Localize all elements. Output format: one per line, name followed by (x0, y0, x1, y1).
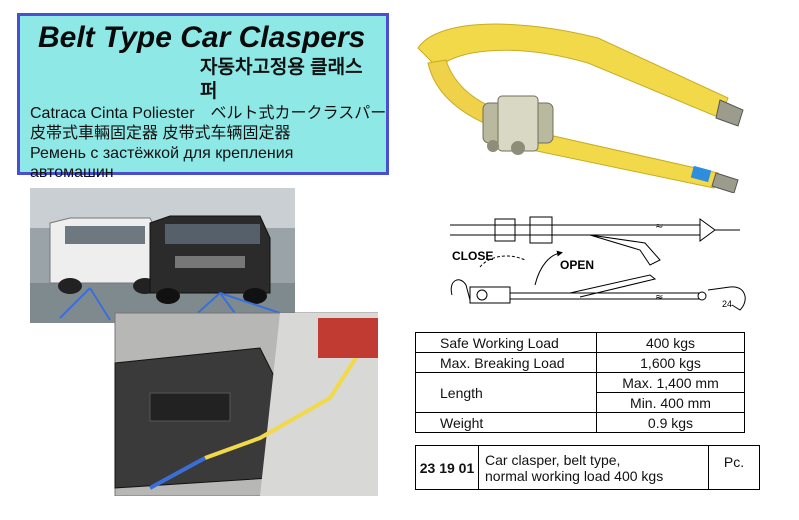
spec-value: 1,600 kgs (596, 352, 745, 373)
table-row: Safe Working Load 400 kgs (415, 332, 745, 353)
title-box: Belt Type Car Claspers 자동차고정용 클래스퍼 Catra… (17, 13, 389, 181)
ratchet-diagram: ≈ CLOSE OPEN ≈ 24 (450, 216, 746, 311)
svg-text:≈: ≈ (655, 221, 663, 232)
svg-text:≈: ≈ (655, 292, 663, 303)
spec-label: Weight (415, 412, 597, 433)
spec-label: Length (415, 372, 597, 413)
table-row: Length Max. 1,400 mm (415, 372, 745, 413)
title-korean: 자동차고정용 클래스퍼 (200, 57, 363, 102)
product-title: Belt Type Car Claspers (38, 21, 366, 54)
open-label: OPEN (560, 258, 594, 272)
order-desc-line-1: Car clasper, belt type, (485, 452, 621, 468)
order-unit: Pc. (723, 454, 745, 470)
hook-mark: 24 (722, 299, 732, 309)
ratchet-strap-photo (398, 8, 758, 193)
order-code: 23 19 01 (416, 446, 479, 489)
title-es-ja: Catraca Cinta Poliester ベルト式カークラスパー (30, 105, 387, 122)
spec-value: Min. 400 mm (596, 392, 745, 413)
table-row: Weight 0.9 kgs (415, 412, 745, 433)
usage-photos (30, 188, 378, 496)
table-row: Max. Breaking Load 1,600 kgs (415, 352, 745, 373)
order-description: Car clasper, belt type, normal working l… (479, 446, 709, 489)
spec-value: Max. 1,400 mm (596, 372, 745, 393)
order-desc-line-2: normal working load 400 kgs (485, 468, 664, 484)
spec-value: 400 kgs (596, 332, 745, 353)
spec-label: Safe Working Load (415, 332, 597, 353)
order-row: 23 19 01 Car clasper, belt type, normal … (415, 445, 760, 490)
title-russian-2: автомашин (30, 164, 114, 181)
spec-value: 0.9 kgs (596, 412, 745, 433)
spec-label: Max. Breaking Load (415, 352, 597, 373)
title-chinese: 皮帯式車輛固定器 皮带式车辆固定器 (30, 125, 291, 142)
title-russian-1: Ремень с застёжкой для крепления (30, 145, 294, 162)
close-label: CLOSE (452, 249, 493, 263)
spec-table: Safe Working Load 400 kgs Max. Breaking … (415, 332, 745, 433)
